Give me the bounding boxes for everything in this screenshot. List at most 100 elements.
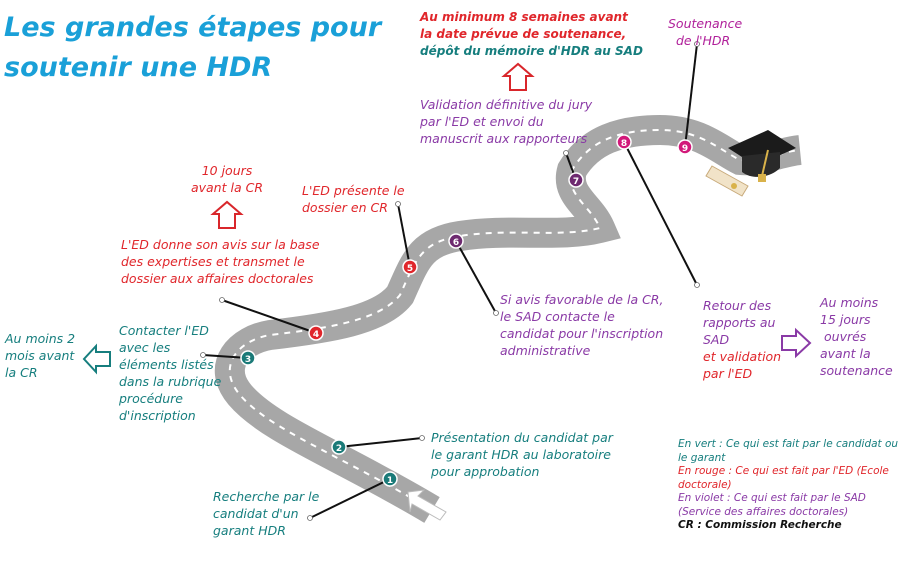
- label-line: garant HDR: [213, 523, 286, 538]
- label-line: des expertises et transmet le: [121, 254, 305, 269]
- graduation-cap-icon: [728, 130, 796, 182]
- label-validation: Validation définitive du jury par l'ED e…: [420, 96, 592, 147]
- label-line: dossier aux affaires doctorales: [121, 271, 314, 286]
- legend-green: En vert : Ce qui est fait par le candida…: [678, 438, 899, 464]
- left-arrow-icon: [82, 343, 111, 375]
- road-center-line: [228, 128, 801, 511]
- connector-5: [397, 203, 411, 268]
- label-contacter: Contacter l'ED avec les éléments listés …: [119, 322, 221, 424]
- up-arrow-icon: [501, 62, 535, 91]
- label-line: Soutenance: [668, 16, 743, 31]
- connector-end-dots: [200, 41, 700, 521]
- legend-red: En rouge : Ce qui est fait par l'ED (Eco…: [678, 465, 889, 491]
- label-line: dossier en CR: [302, 200, 388, 215]
- legend-violet: En violet : Ce qui est fait par le SAD (…: [678, 492, 866, 518]
- label-line: Au moins: [820, 295, 879, 310]
- step-marker-4: 4: [308, 325, 324, 341]
- label-line: 15 jours: [820, 312, 871, 327]
- step-marker-7: 7: [568, 172, 584, 188]
- step-marker-5: 5: [402, 259, 418, 275]
- label-line: pour approbation: [431, 464, 540, 479]
- label-line: par l'ED: [703, 366, 753, 381]
- connector-8: [623, 141, 698, 286]
- label-line: administrative: [500, 343, 591, 358]
- step-marker-2: 2: [331, 439, 347, 455]
- label-line: et validation: [703, 349, 782, 364]
- label-line: par l'ED et envoi du: [420, 114, 544, 129]
- label-line: Présentation du candidat par: [431, 430, 613, 445]
- step-number-3: 3: [245, 355, 251, 365]
- label-line: dans la rubrique: [119, 374, 222, 389]
- label-line: soutenance: [820, 363, 893, 378]
- label-line: de l'HDR: [676, 33, 731, 48]
- label-line: la date prévue de soutenance,: [420, 27, 627, 41]
- step-marker-8: 8: [616, 134, 632, 150]
- bicycle-icon: [600, 243, 640, 274]
- label-dix-jours: 10 jours avant la CR: [182, 162, 272, 196]
- label-line: la CR: [5, 365, 38, 380]
- diploma-scroll-icon: [705, 165, 749, 197]
- label-line: Retour des: [703, 298, 772, 313]
- label-line: 10 jours: [201, 163, 253, 178]
- label-line: Au moins 2: [5, 331, 76, 346]
- label-line: avant la CR: [190, 180, 264, 195]
- step-number-7: 7: [573, 177, 579, 187]
- label-line: Au minimum 8 semaines avant: [420, 10, 628, 24]
- label-line: candidat d'un: [213, 506, 299, 521]
- label-ed-presente: L'ED présente le dossier en CR: [302, 182, 405, 216]
- step-number-8: 8: [621, 139, 627, 149]
- label-line: Validation définitive du jury: [420, 97, 593, 112]
- step-number-4: 4: [313, 330, 319, 340]
- page-title: Les grandes étapes pour soutenir une HDR: [4, 12, 382, 83]
- label-recherche: Recherche par le candidat d'un garant HD…: [213, 488, 319, 539]
- label-line: Contacter l'ED: [119, 323, 209, 338]
- step-marker-6: 6: [448, 233, 464, 249]
- label-ed-avis: L'ED donne son avis sur la base des expe…: [121, 236, 320, 287]
- label-line: le garant HDR au laboratoire: [431, 447, 611, 462]
- label-line: procédure: [119, 391, 183, 406]
- connector-4: [221, 299, 317, 334]
- legend-cr: CR : Commission Recherche: [678, 519, 842, 531]
- label-line: ouvrés: [824, 329, 867, 344]
- step-marker-3: 3: [240, 350, 256, 366]
- label-line: candidat pour l'inscription: [500, 326, 664, 341]
- label-line: L'ED donne son avis sur la base: [121, 237, 320, 252]
- step-number-6: 6: [453, 238, 459, 248]
- up-arrow-icon: [210, 200, 244, 229]
- label-line: rapports au: [703, 315, 776, 330]
- connector-2: [338, 437, 423, 448]
- label-line: le SAD contacte le: [500, 309, 615, 324]
- step-number-5: 5: [407, 264, 413, 274]
- step-number-2: 2: [336, 444, 342, 454]
- connector-lines: [202, 43, 698, 519]
- connector-6: [455, 240, 497, 314]
- connector-1: [309, 478, 391, 519]
- road-start-arrow: [407, 489, 447, 521]
- label-line: L'ED présente le: [302, 183, 405, 198]
- connector-9: [684, 43, 698, 148]
- label-soutenance: Soutenance de l'HDR: [668, 15, 742, 49]
- label-line: dépôt du mémoire d'HDR au SAD: [420, 44, 643, 58]
- label-line: avec les: [119, 340, 171, 355]
- label-presentation: Présentation du candidat par le garant H…: [431, 429, 613, 480]
- label-avis-favorable: Si avis favorable de la CR, le SAD conta…: [500, 291, 663, 359]
- label-line: d'inscription: [119, 408, 196, 423]
- label-line: éléments listés: [119, 357, 214, 372]
- label-au-moins-2-mois: Au moins 2 mois avant la CR: [5, 330, 75, 381]
- step-marker-9: 9: [677, 139, 693, 155]
- label-retour-rapports: Retour des rapports au SAD et validation…: [703, 297, 781, 382]
- label-line: mois avant: [5, 348, 75, 363]
- right-arrow-icon: [781, 327, 812, 359]
- legend: En vert : Ce qui est fait par le candida…: [678, 438, 900, 533]
- label-quinze-jours: Au moins 15 jours ouvrés avant la souten…: [820, 294, 893, 379]
- label-line: Recherche par le: [213, 489, 320, 504]
- step-marker-1: 1: [382, 471, 398, 487]
- label-line: SAD: [703, 332, 730, 347]
- step-number-1: 1: [387, 476, 393, 486]
- label-line: Si avis favorable de la CR,: [500, 292, 664, 307]
- step-number-9: 9: [682, 144, 688, 154]
- label-line: avant la: [820, 346, 871, 361]
- label-line: manuscrit aux rapporteurs: [420, 131, 588, 146]
- label-huit-semaines: Au minimum 8 semaines avant la date prév…: [420, 9, 643, 60]
